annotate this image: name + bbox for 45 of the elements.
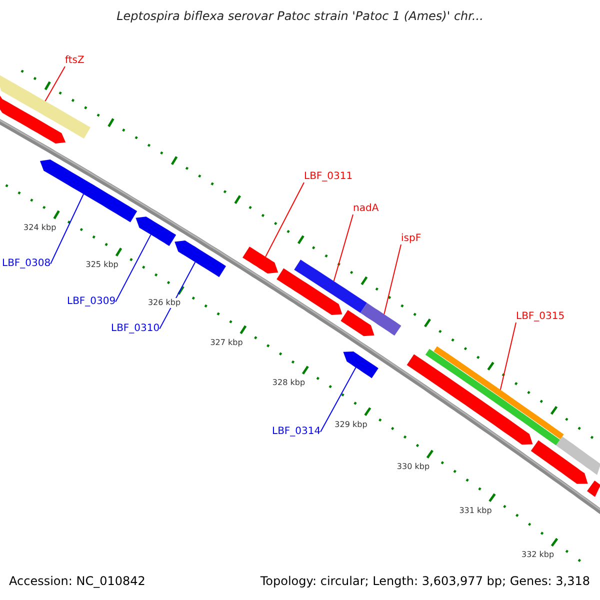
diagram-title: Leptospira biflexa serovar Patoc strain 'Patoc 1 (Ames)' chr...	[116, 10, 484, 24]
gene-bar	[587, 480, 600, 497]
gene-bar	[425, 348, 560, 446]
gene-bar	[0, 75, 90, 139]
leader-line	[320, 367, 356, 432]
leader-line	[159, 262, 196, 330]
scale-label: 327 kbp	[210, 338, 243, 347]
gene-label: ispF	[401, 233, 422, 244]
scale-label: 326 kbp	[148, 298, 181, 308]
scale-label: 324 kbp	[24, 222, 56, 232]
scale-label: 329 kbp	[334, 420, 368, 429]
leader-line	[44, 66, 66, 102]
gene-label: LBF_0314	[272, 426, 321, 438]
scale-label: 328 kbp	[272, 378, 306, 388]
gene-bar	[294, 260, 367, 313]
gene-feature	[406, 354, 533, 445]
gene-feature	[343, 352, 378, 378]
gene-label: LBF_0311	[304, 171, 353, 182]
footer-text: Accession: NC_010842	[9, 575, 146, 589]
scale-label: 331 kbp	[459, 506, 492, 515]
gene-label: LBF_0310	[111, 323, 160, 334]
scale-label: 325 kbp	[86, 260, 118, 270]
leader-line	[384, 244, 402, 315]
leader-line	[333, 214, 354, 282]
gene-feature	[242, 246, 278, 274]
gene-label: LBF_0308	[2, 258, 51, 270]
gene-feature	[276, 268, 342, 315]
gene-bar	[360, 302, 402, 336]
gene-bar	[434, 346, 564, 440]
gene-feature	[530, 440, 588, 484]
scale-label: 332 kbp	[521, 550, 554, 560]
leader-line	[265, 182, 304, 258]
gene-feature	[340, 310, 374, 336]
gene-label: ftsZ	[65, 55, 84, 66]
leader-line	[50, 194, 84, 264]
gene-feature	[136, 216, 176, 246]
gene-label: LBF_0315	[516, 311, 565, 322]
gene-label: nadA	[353, 203, 379, 214]
footer-text: Topology: circular; Length: 3,603,977 bp; Genes: 3,318	[260, 575, 590, 589]
leader-line	[115, 234, 152, 302]
scale-label: 330 kbp	[396, 462, 430, 472]
gene-bar	[556, 436, 600, 475]
gene-feature	[40, 160, 138, 222]
gene-label: LBF_0309	[67, 296, 116, 308]
gene-feature	[174, 240, 226, 278]
